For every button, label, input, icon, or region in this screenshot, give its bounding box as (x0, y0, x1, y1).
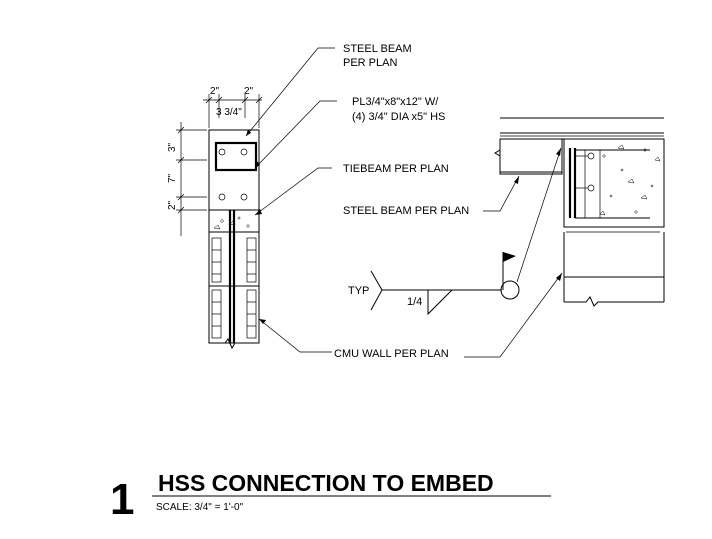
weld-size-label: 1/4 (407, 296, 422, 308)
beam-break (494, 139, 501, 174)
field-weld-flag (503, 252, 516, 262)
detail-number: 1 (110, 475, 134, 524)
note-plate-line2: (4) 3/4" DIA x5" HS (352, 111, 445, 123)
note-steel-beam-per-plan: STEEL BEAM PER PLAN (343, 205, 469, 217)
stud-hole (240, 193, 248, 201)
dim-top-left: 2" (210, 86, 220, 97)
steel-beam (499, 138, 563, 175)
detail-title: HSS CONNECTION TO EMBED (158, 470, 494, 496)
note-steel-beam-line2: PER PLAN (343, 57, 397, 69)
note-plate-line1: PL3/4"x8"x12" W/ (352, 96, 439, 108)
stud-hole (218, 193, 226, 201)
title-block: 1 HSS CONNECTION TO EMBED SCALE: 3/4" = … (110, 470, 551, 524)
dim-top-middle: 3 3/4" (216, 107, 242, 118)
break-line (209, 338, 259, 350)
top-dimensions (203, 94, 263, 128)
weld-typ-label: TYP (348, 285, 369, 297)
leader-arrow (255, 161, 260, 168)
concrete-hatch (599, 144, 661, 216)
cmu-wall (208, 231, 260, 344)
weld-symbol (370, 147, 562, 316)
dim-side-middle: 7" (167, 173, 178, 183)
cmu-cells (211, 237, 257, 339)
detail-scale: SCALE: 3/4" = 1'-0" (156, 502, 244, 513)
cmu-break (564, 296, 664, 307)
dim-top-right: 2" (244, 86, 254, 97)
dim-side-top: 3" (167, 142, 178, 152)
hss-tube (214, 141, 258, 172)
section-view: 2" 2" 3 3/4" 3" 7" 2" (167, 47, 337, 353)
leaders-right (464, 175, 563, 358)
note-tiebeam: TIEBEAM PER PLAN (343, 163, 449, 175)
stud-hole (240, 148, 248, 156)
tiebeam-elevation (563, 138, 665, 228)
leader-arrow (259, 319, 266, 324)
weld-all-around-circle (500, 280, 520, 300)
leader-arrow (255, 209, 262, 215)
leaders-left (245, 47, 337, 353)
elevation-view (494, 117, 665, 307)
tiebeam-hatch (213, 216, 250, 230)
side-dimensions (176, 122, 207, 236)
note-steel-beam-line1: STEEL BEAM (343, 43, 412, 55)
dim-side-bottom: 2" (167, 200, 178, 210)
note-cmu-wall: CMU WALL PER PLAN (334, 348, 449, 360)
stud-hole (218, 148, 226, 156)
leader-arrow (246, 129, 251, 136)
